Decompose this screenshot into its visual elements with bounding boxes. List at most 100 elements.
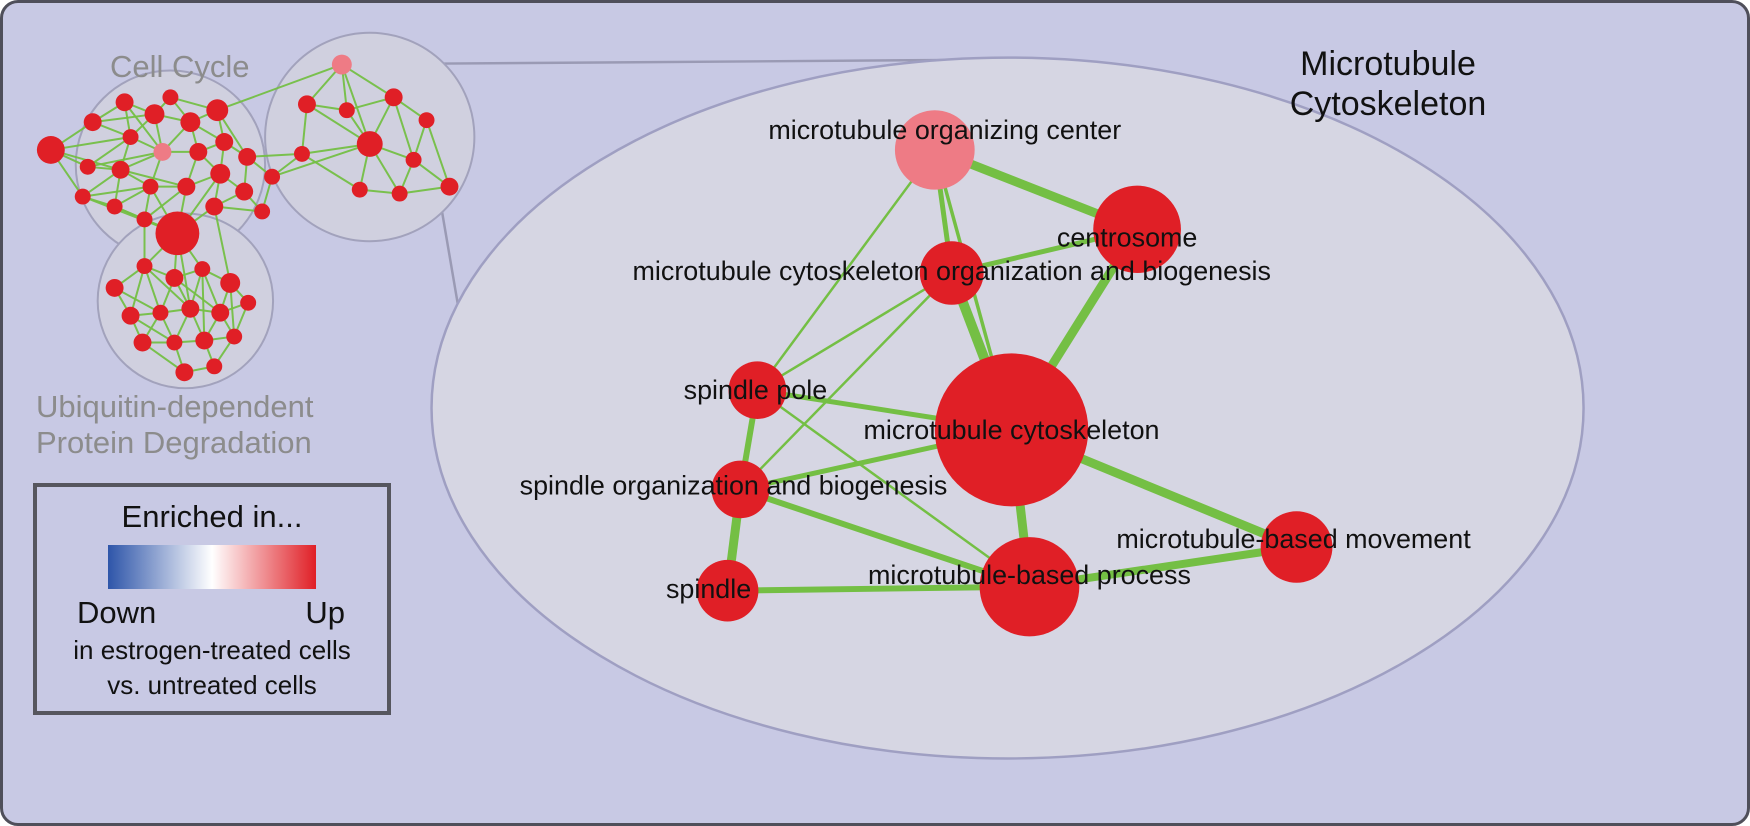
detail-node-centrosome bbox=[1093, 185, 1181, 274]
overview-node bbox=[155, 211, 200, 256]
overview-edge bbox=[392, 97, 415, 161]
overview-node bbox=[206, 99, 229, 122]
zoom-connector-line bbox=[443, 58, 1008, 65]
detail-edge-moc-spindle_pole bbox=[756, 149, 936, 391]
cluster-label-ubiquitin-line2: Protein Degradation bbox=[36, 425, 312, 460]
overview-node bbox=[264, 168, 281, 185]
detail-edge-mtorg-spindle_org bbox=[739, 272, 953, 491]
overview-node bbox=[194, 261, 211, 277]
overview-node bbox=[175, 363, 194, 382]
overview-edge bbox=[123, 101, 164, 153]
overview-node bbox=[152, 304, 169, 321]
overview-node bbox=[165, 269, 184, 287]
network-svg: microtubule organizing center centrosome m… bbox=[36, 31, 1585, 760]
detail-title-line2: Cytoskeleton bbox=[1289, 85, 1487, 123]
detail-edge-spindle_org-mtp bbox=[739, 486, 1031, 590]
overview-node bbox=[220, 273, 241, 293]
overview-node bbox=[391, 185, 408, 202]
detail-edge-mtorg-spindle_pole bbox=[756, 271, 953, 392]
overview-node bbox=[254, 203, 271, 220]
detail-node-label-mtp: microtubule-based process bbox=[868, 560, 1191, 590]
detail-node-label-mtorg: microtubule cytoskeleton organization an… bbox=[633, 256, 1271, 286]
legend-gradient-bar bbox=[108, 545, 316, 589]
overview-node bbox=[133, 333, 152, 352]
overview-node bbox=[74, 188, 91, 205]
overview-edge bbox=[87, 150, 163, 168]
overview-edge bbox=[92, 113, 155, 124]
detail-node-label-moc: microtubule organizing center bbox=[768, 115, 1121, 145]
overview-node bbox=[142, 178, 159, 195]
overview-edge bbox=[247, 152, 303, 158]
overview-node bbox=[240, 294, 257, 311]
overview-node bbox=[166, 334, 183, 351]
overview-edge bbox=[425, 119, 451, 187]
overview-node bbox=[115, 93, 134, 112]
detail-node-label-mtc: microtubule cytoskeleton bbox=[864, 415, 1160, 445]
legend-box: Enriched in... Down Up in estrogen-treat… bbox=[33, 483, 391, 715]
overview-node bbox=[83, 113, 102, 132]
cluster-label-cell-cycle: Cell Cycle bbox=[110, 49, 250, 84]
overview-node bbox=[226, 328, 243, 345]
overview-node bbox=[106, 198, 123, 215]
overview-node bbox=[180, 112, 201, 133]
overview-edge bbox=[301, 153, 361, 191]
overview-node bbox=[356, 131, 383, 157]
overview-edge bbox=[143, 265, 192, 310]
detail-node-mtc bbox=[934, 353, 1089, 507]
overview-node bbox=[418, 112, 435, 129]
legend-caption-line1: in estrogen-treated cells bbox=[73, 635, 351, 665]
overview-node bbox=[79, 158, 96, 175]
detail-node-mtm bbox=[1260, 511, 1333, 583]
overview-node bbox=[121, 306, 140, 325]
overview-edge bbox=[216, 63, 343, 112]
overview-node bbox=[136, 258, 153, 275]
detail-node-mtorg bbox=[919, 241, 984, 305]
overview-node bbox=[210, 163, 231, 184]
overview-edge bbox=[143, 265, 162, 314]
overview-edge bbox=[341, 63, 395, 99]
detail-node-label-spindle: spindle bbox=[666, 574, 751, 604]
detail-node-spindle bbox=[696, 559, 759, 622]
overview-node bbox=[189, 142, 208, 161]
detail-node-spindle_pole bbox=[728, 361, 787, 419]
overview-node bbox=[338, 102, 355, 119]
detail-title-line1: Microtubule bbox=[1300, 45, 1476, 83]
legend-endpoint-labels: Down Up bbox=[37, 595, 387, 631]
overview-node bbox=[122, 129, 139, 145]
overview-node bbox=[105, 278, 124, 297]
detail-node-label-centrosome: centrosome bbox=[1057, 222, 1198, 252]
overview-node bbox=[153, 142, 172, 161]
overview-node bbox=[177, 177, 196, 196]
overview-node bbox=[297, 95, 316, 114]
overview-node bbox=[162, 89, 179, 106]
overview-node bbox=[293, 145, 310, 162]
detail-node-spindle_org bbox=[711, 460, 770, 519]
detail-node-moc bbox=[894, 110, 975, 190]
overview-node bbox=[235, 182, 254, 201]
detail-edge-spindle-mtp bbox=[727, 583, 1030, 594]
overview-node bbox=[331, 54, 352, 75]
overview-node bbox=[440, 177, 459, 196]
overview-node bbox=[211, 303, 230, 322]
legend-down-label: Down bbox=[77, 595, 157, 630]
overview-node bbox=[384, 88, 403, 107]
overview-node bbox=[136, 211, 153, 228]
detail-node-label-mtm: microtubule-based movement bbox=[1116, 524, 1471, 554]
overview-node bbox=[181, 299, 200, 318]
detail-edge-spindle_pole-mtp bbox=[756, 389, 1031, 588]
detail-node-label-spindle_pole: spindle pole bbox=[684, 375, 828, 405]
detail-node-mtp bbox=[979, 537, 1080, 637]
overview-node bbox=[405, 151, 422, 168]
detail-node-label-spindle_org: spindle organization and biogenesis bbox=[520, 471, 948, 501]
cluster-label-ubiquitin-line1: Ubiquitin-dependent bbox=[36, 389, 314, 424]
overview-node bbox=[238, 147, 257, 166]
overview-edge bbox=[271, 143, 371, 178]
overview-node bbox=[215, 133, 234, 151]
overview-edge bbox=[213, 206, 232, 284]
overview-edge bbox=[340, 64, 371, 145]
legend-title: Enriched in... bbox=[121, 499, 303, 534]
overview-node bbox=[144, 104, 165, 125]
overview-node bbox=[111, 160, 130, 179]
overview-edge bbox=[173, 277, 221, 314]
